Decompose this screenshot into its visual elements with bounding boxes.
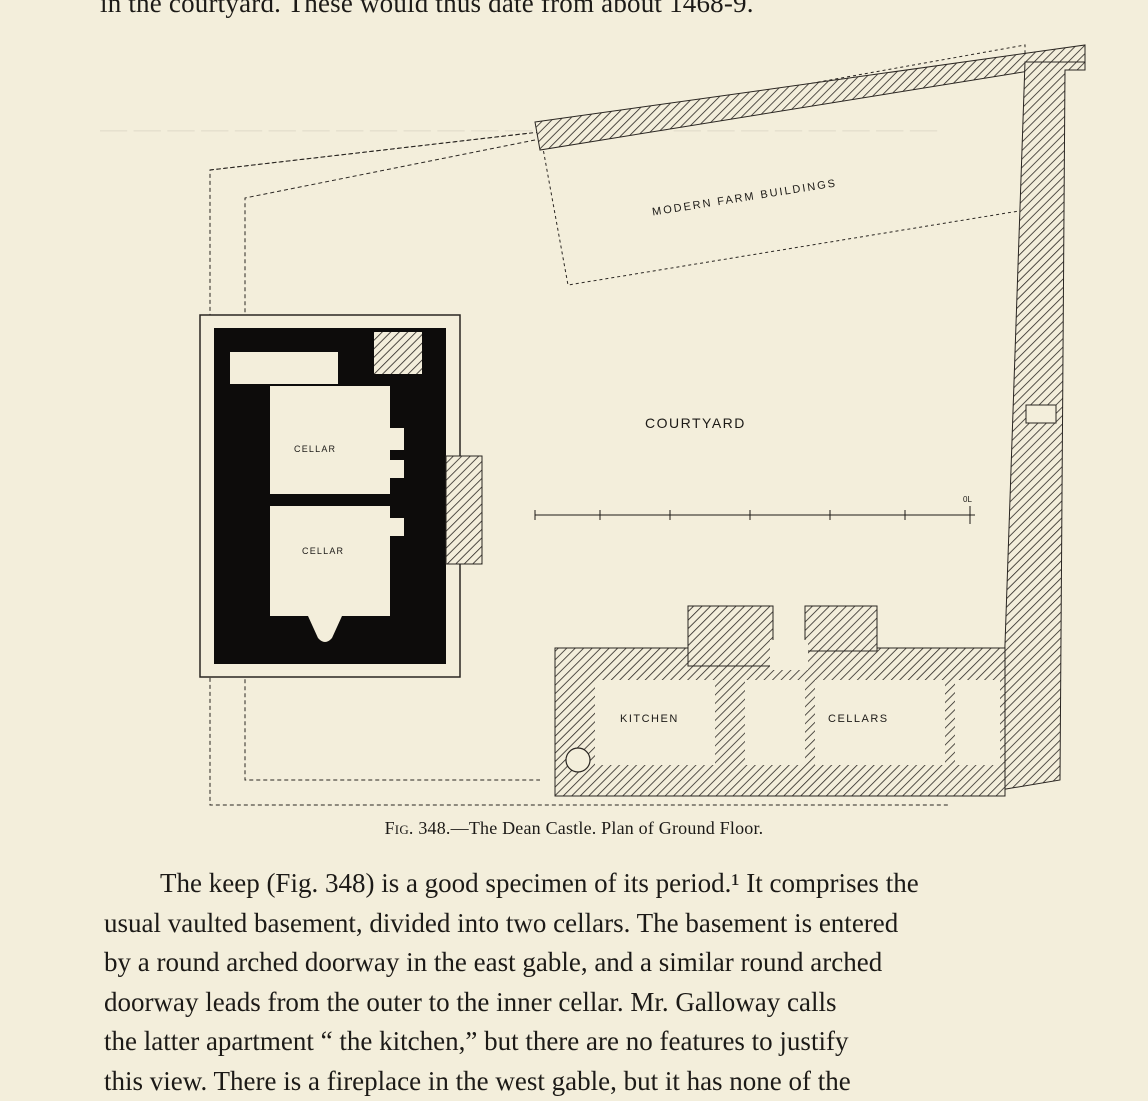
south-range xyxy=(555,606,1005,796)
east-wall-doorway xyxy=(1026,405,1056,423)
label-scale-mark: 0L xyxy=(963,495,972,504)
scale-bar xyxy=(535,506,975,524)
paragraph-line: The keep (Fig. 348) is a good specimen o… xyxy=(104,864,1148,904)
figure-caption-text: —The Dean Castle. Plan of Ground Floor. xyxy=(451,818,764,838)
keep-cellar-south xyxy=(270,506,390,616)
paragraph-line: the latter apartment “ the kitchen,” but… xyxy=(104,1022,1148,1062)
keep-stair xyxy=(374,332,422,374)
keep-cellar-north xyxy=(270,386,390,494)
label-cellar-lower: CELLAR xyxy=(302,546,344,556)
previous-paragraph-end: in the courtyard. These would thus date … xyxy=(100,0,754,19)
body-paragraph: The keep (Fig. 348) is a good specimen o… xyxy=(104,864,1148,1101)
east-wall xyxy=(1000,62,1085,790)
keep-passage xyxy=(230,352,338,384)
north-wall xyxy=(535,45,1085,150)
label-cellars: CELLARS xyxy=(828,713,889,725)
figure-caption: Fig. 348.—The Dean Castle. Plan of Groun… xyxy=(0,818,1148,839)
label-kitchen: KITCHEN xyxy=(620,713,679,725)
paragraph-line: doorway leads from the outer to the inne… xyxy=(104,983,1148,1023)
label-modern-farm-buildings: MODERN FARM BUILDINGS xyxy=(651,177,837,218)
paragraph-line: usual vaulted basement, divided into two… xyxy=(104,904,1148,944)
keep-east-steps xyxy=(446,456,482,564)
paragraph-line: by a round arched doorway in the east ga… xyxy=(104,943,1148,983)
paragraph-line: this view. There is a fireplace in the w… xyxy=(104,1062,1148,1101)
label-cellar-upper: CELLAR xyxy=(294,444,336,454)
figure-number: Fig. 348. xyxy=(385,818,451,838)
floor-plan-figure: MODERN FARM BUILDINGS COURTYARD CELLAR C… xyxy=(190,40,1120,810)
label-courtyard: COURTYARD xyxy=(645,415,746,431)
